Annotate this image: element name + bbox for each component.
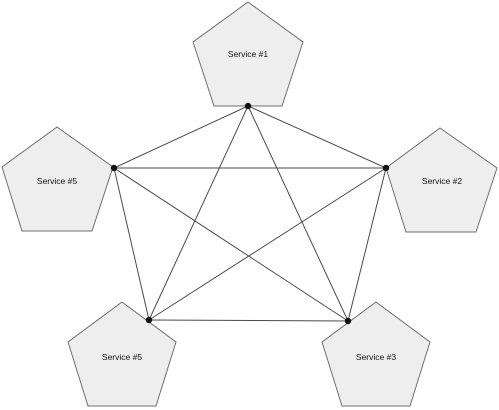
connection-port-n1[interactable] (244, 102, 252, 110)
service-node-label: Service #5 (102, 352, 142, 362)
connection-lines (113, 105, 387, 322)
pentagon-shape (1, 126, 114, 232)
connection-line-n2-n4 (148, 167, 387, 321)
pentagon-shape (321, 301, 431, 407)
connection-line-n4-n5 (113, 167, 150, 321)
connection-port-n3[interactable] (344, 317, 352, 325)
service-node-1[interactable]: Service #1 (192, 1, 304, 107)
connection-line-n1-n4 (148, 105, 249, 321)
service-node-label: Service #3 (356, 352, 396, 362)
connection-port-n4[interactable] (145, 316, 153, 324)
connection-port-n2[interactable] (382, 164, 390, 172)
service-node-label: Service #1 (228, 49, 268, 59)
connection-ports (110, 102, 390, 325)
service-node-label: Service #5 (37, 176, 77, 186)
connection-line-n1-n5 (113, 105, 249, 169)
service-node-3[interactable]: Service #3 (321, 301, 431, 407)
connection-line-n2-n3 (347, 167, 387, 322)
connection-line-n1-n2 (247, 105, 387, 169)
service-node-2[interactable]: Service #2 (385, 127, 498, 233)
service-node-label: Service #2 (422, 176, 462, 186)
connection-port-n5[interactable] (110, 164, 118, 172)
connection-line-n3-n4 (148, 319, 349, 322)
service-node-5[interactable]: Service #5 (1, 126, 114, 232)
connection-line-n1-n3 (247, 105, 349, 322)
service-node-4[interactable]: Service #5 (67, 301, 177, 407)
pentagon-shape (67, 301, 177, 407)
pentagon-shape (385, 127, 498, 233)
connection-line-n3-n5 (113, 167, 349, 322)
